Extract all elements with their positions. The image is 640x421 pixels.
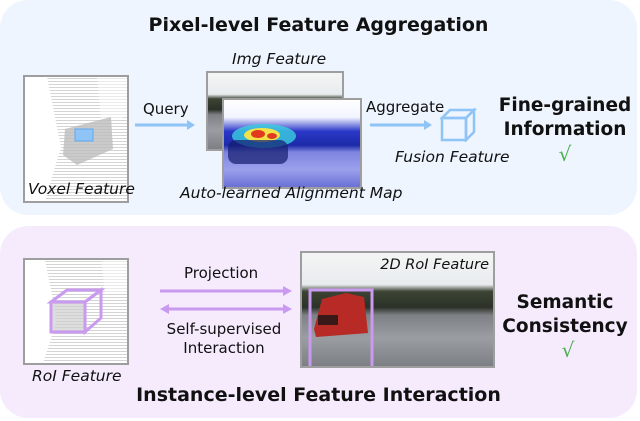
alignment-map-image xyxy=(222,98,362,189)
query-arrow-icon xyxy=(135,120,195,130)
2d-roi-feature-label: 2D RoI Feature xyxy=(380,257,489,273)
heatmap-blob xyxy=(228,124,296,164)
lidar-car-shape xyxy=(25,77,127,201)
roi-box-shape xyxy=(25,260,127,363)
roi-feature-image xyxy=(23,258,129,365)
interaction-label: Self-supervised Interaction xyxy=(164,320,284,358)
interaction-bidirectional-arrow-icon xyxy=(160,304,292,314)
query-label: Query xyxy=(143,100,189,118)
claim-line-2: Consistency xyxy=(502,316,628,337)
aggregate-label: Aggregate xyxy=(366,98,445,116)
fusion-cube-icon xyxy=(440,108,478,142)
alignment-map-label: Auto-learned Alignment Map xyxy=(180,184,403,202)
projection-label: Projection xyxy=(184,264,259,282)
voxel-feature-image xyxy=(23,75,129,203)
claim-line-2: Information xyxy=(503,119,627,140)
claim-line-1: Fine-grained xyxy=(498,95,632,116)
van-with-roi-box xyxy=(308,288,374,366)
fine-grained-claim: Fine-grained Information xyxy=(490,94,640,142)
semantic-consistency-claim: Semantic Consistency xyxy=(495,291,635,339)
instance-level-title: Instance-level Feature Interaction xyxy=(136,384,501,406)
projection-arrow-icon xyxy=(160,286,292,296)
check-icon: √ xyxy=(561,338,575,362)
check-icon: √ xyxy=(558,142,572,166)
claim-line-1: Semantic xyxy=(516,292,614,313)
pixel-level-title: Pixel-level Feature Aggregation xyxy=(148,14,489,36)
fusion-feature-label: Fusion Feature xyxy=(395,148,510,166)
interaction-line-2: Interaction xyxy=(183,339,265,357)
interaction-line-1: Self-supervised xyxy=(166,320,282,338)
aggregate-arrow-icon xyxy=(370,120,432,130)
2d-roi-feature-image: 2D RoI Feature xyxy=(300,251,495,368)
voxel-feature-label: Voxel Feature xyxy=(28,180,135,198)
roi-feature-label: RoI Feature xyxy=(32,367,122,385)
img-feature-label: Img Feature xyxy=(232,50,327,68)
